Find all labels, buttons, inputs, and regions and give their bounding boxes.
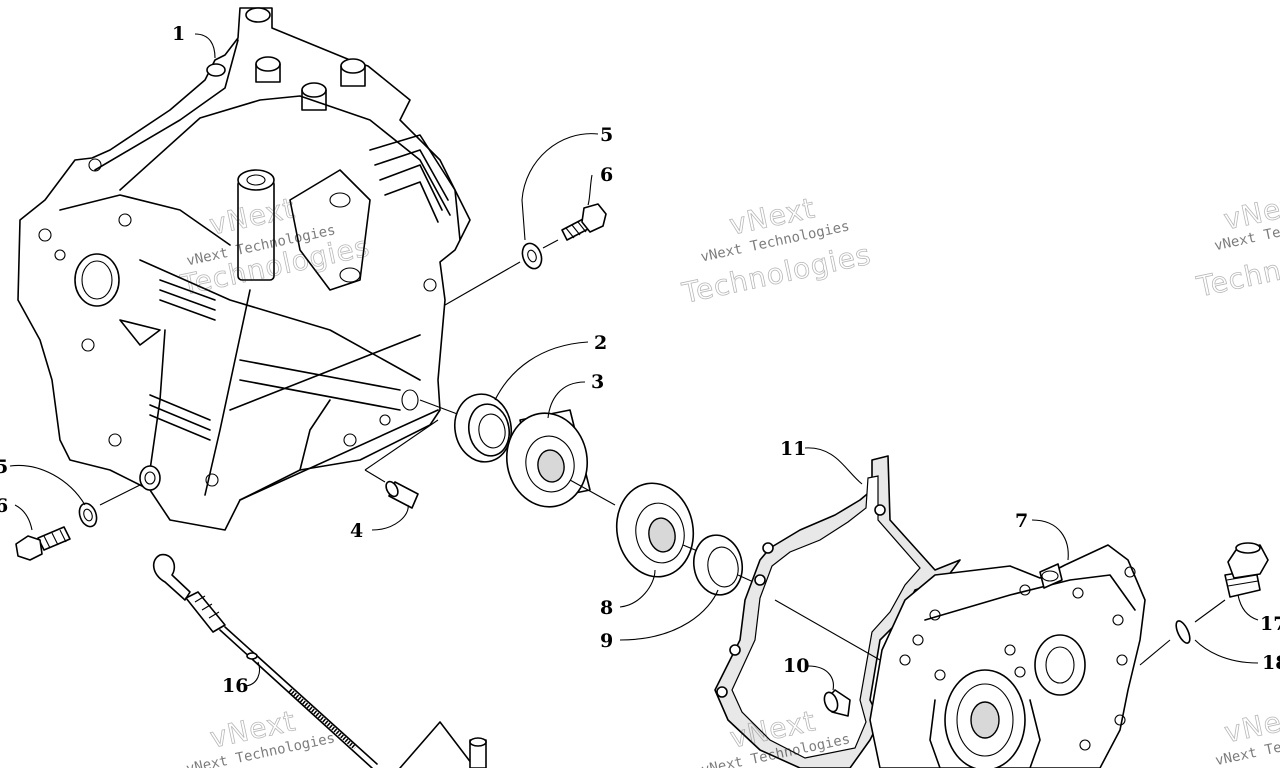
- bolt-icon: [561, 203, 607, 241]
- callout-11: 11: [780, 438, 806, 460]
- callout-9: 9: [600, 630, 613, 652]
- dowel-pin-icon: [385, 480, 419, 509]
- callout-5-upper: 5: [600, 124, 613, 146]
- callout-6-lower: 6: [0, 495, 8, 517]
- fill-plug-icon: [1224, 542, 1269, 598]
- crankcase-housing-icon: [17, 7, 471, 531]
- o-ring-icon: [1175, 620, 1191, 644]
- callout-2: 2: [594, 332, 607, 354]
- callout-17: 17: [1260, 613, 1280, 635]
- callout-5-lower: 5: [0, 456, 8, 478]
- callout-3: 3: [591, 371, 604, 393]
- washer-icon: [521, 242, 543, 270]
- plug-icon: [823, 689, 851, 717]
- washer-icon: [78, 502, 98, 528]
- callout-10: 10: [783, 655, 809, 677]
- crankcase-cover-icon: [869, 544, 1146, 771]
- bearing-icon: [615, 482, 695, 578]
- callout-1: 1: [172, 23, 185, 45]
- partial-part-icon: [399, 721, 487, 769]
- callout-8: 8: [600, 597, 613, 619]
- callout-18: 18: [1262, 652, 1280, 674]
- callout-4: 4: [350, 520, 363, 542]
- leader-lines: [9, 33, 1259, 691]
- oil-seal-icon: [692, 534, 744, 596]
- callout-16: 16: [222, 675, 248, 697]
- bearing-icon: [505, 409, 591, 508]
- callout-7: 7: [1015, 510, 1028, 532]
- dipstick-icon: [152, 553, 378, 769]
- oil-seal-icon: [454, 393, 512, 463]
- callout-6-upper: 6: [600, 164, 613, 186]
- bolt-icon: [15, 526, 71, 561]
- gasket-icon: [714, 455, 961, 769]
